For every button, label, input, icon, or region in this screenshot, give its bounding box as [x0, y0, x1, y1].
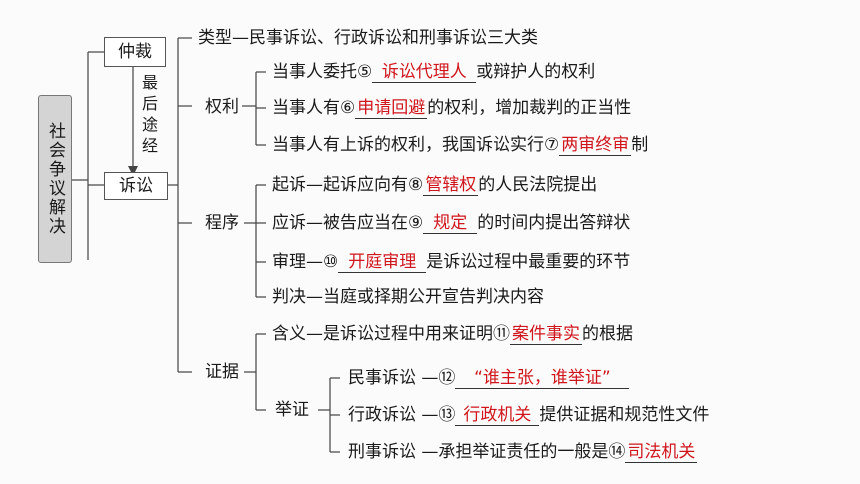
- answer-8: 管辖权: [423, 175, 479, 196]
- arrow-label: 最后途经: [142, 73, 159, 155]
- arrow-head: [128, 166, 138, 176]
- arbitration-node: 仲裁: [104, 37, 166, 67]
- types-line: 类型—民事诉讼、行政诉讼和刑事诉讼三大类: [198, 28, 538, 48]
- rights-label: 权利: [205, 97, 239, 117]
- answer-7: 两审终审: [559, 135, 632, 156]
- answer-13: 行政机关: [455, 405, 540, 426]
- burden-label: 举证: [275, 400, 309, 420]
- litigation-node: 诉讼: [104, 172, 168, 200]
- litigation-label: 诉讼: [119, 176, 153, 196]
- answer-11: 案件事实: [510, 324, 582, 345]
- burden-item-1: 民事诉讼 —⑫“谁主张，谁举证”: [348, 367, 630, 389]
- answer-10: 开庭审理: [338, 252, 427, 273]
- procedure-label: 程序: [205, 213, 239, 233]
- answer-12: “谁主张，谁举证”: [455, 368, 630, 389]
- answer-9: 规定: [423, 213, 478, 234]
- root-node: 社会争议解决: [38, 95, 72, 263]
- procedure-item-4: 判决—当庭或择期公开宣告判决内容: [272, 287, 544, 307]
- answer-5: 诉讼代理人: [372, 62, 477, 83]
- arbitration-label: 仲裁: [118, 42, 152, 62]
- answer-6: 申请回避: [355, 98, 428, 119]
- answer-14: 司法机关: [625, 442, 698, 463]
- evidence-label: 证据: [205, 362, 239, 382]
- root-label: 社会争议解决: [45, 122, 65, 236]
